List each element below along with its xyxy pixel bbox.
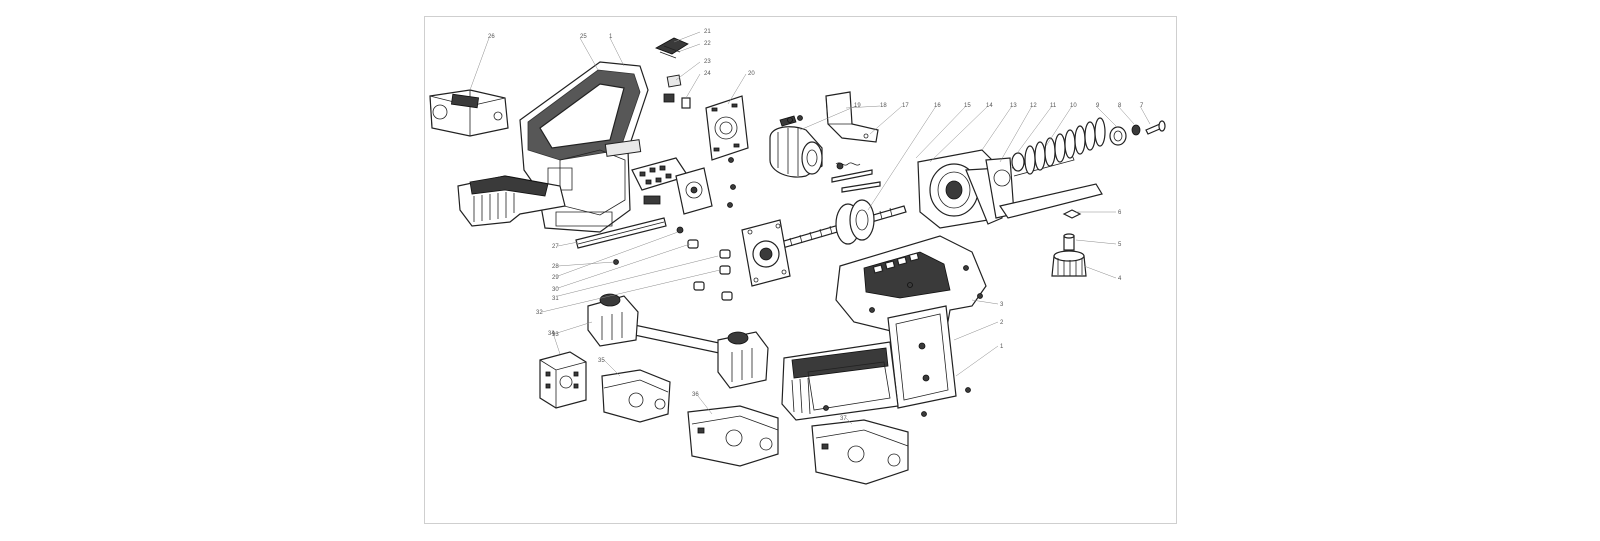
flange-plate	[741, 219, 791, 287]
callout-37: 37	[840, 416, 847, 422]
callout-21: 21	[704, 29, 711, 35]
callout-3: 3	[1000, 302, 1004, 308]
part-8-nut	[1131, 124, 1141, 136]
callout-26: 26	[488, 34, 495, 40]
part-36-jaw-pad	[687, 405, 779, 467]
callout-34: 34	[548, 331, 555, 337]
callout-5: 5	[1118, 242, 1122, 248]
callout-15: 15	[964, 103, 971, 109]
part-28-32-screws	[613, 226, 733, 301]
callout-11: 11	[1050, 103, 1057, 109]
gearbox-plate	[675, 167, 713, 215]
callout-8: 8	[1118, 103, 1122, 109]
part-24-pcb	[631, 97, 691, 205]
part-9-washer	[1109, 126, 1127, 146]
callout-19: 19	[854, 103, 861, 109]
part-23-connector	[663, 74, 682, 103]
callout-2: 2	[1000, 320, 1004, 326]
leader-lines	[469, 31, 1151, 425]
part-11-ring	[1011, 152, 1025, 172]
part-34-clamp-block	[539, 351, 587, 409]
callout-27: 27	[552, 244, 559, 250]
part-26-battery	[429, 89, 509, 137]
callout-18: 18	[880, 103, 887, 109]
callout-7: 7	[1140, 103, 1144, 109]
part-2-cover-plate	[887, 305, 957, 409]
part-20-mounting-plate	[705, 95, 749, 161]
callout-9: 9	[1096, 103, 1100, 109]
callout-12: 12	[1030, 103, 1037, 109]
part-19-motor	[769, 115, 823, 178]
callout-14: 14	[986, 103, 993, 109]
motor-screws	[727, 115, 803, 208]
part-33-base-rail	[587, 293, 769, 389]
part-6-nut	[1062, 209, 1082, 219]
callout-24: 24	[704, 71, 711, 77]
housing-screws	[823, 265, 983, 417]
callout-1-top: 1	[609, 34, 613, 40]
callout-20: 20	[748, 71, 755, 77]
callout-labels: 26 25 1 21 22 23 24 20 19 18 17 16 15 14…	[488, 29, 1144, 422]
callout-16: 16	[934, 103, 941, 109]
part-37-jaw-pad	[811, 419, 909, 485]
part-16-lead-screw	[759, 199, 907, 255]
callout-4: 4	[1118, 276, 1122, 282]
part-10-spring	[1024, 117, 1106, 175]
callout-31: 31	[552, 296, 559, 302]
part-21-22-switch	[655, 37, 689, 59]
callout-1-bottom: 1	[1000, 344, 1004, 350]
part-12-11-bracket-rails	[985, 149, 1103, 219]
part-7-bolt	[1145, 120, 1166, 135]
callout-10: 10	[1070, 103, 1077, 109]
part-1-handle-grip	[781, 341, 899, 421]
callout-36: 36	[692, 392, 699, 398]
callout-22: 22	[704, 41, 711, 47]
callout-35: 35	[598, 358, 605, 364]
part-4-knob	[1051, 250, 1087, 277]
callout-13: 13	[1010, 103, 1017, 109]
callout-33: 33	[552, 332, 559, 338]
part-18-bracket	[825, 91, 879, 143]
part-35-jaw-pad	[601, 369, 671, 423]
callout-6: 6	[1118, 210, 1122, 216]
callout-29: 29	[552, 275, 559, 281]
part-5-stud	[1063, 233, 1075, 251]
housing-front-grip	[457, 175, 566, 227]
callout-23: 23	[704, 59, 711, 65]
part-27-rail	[575, 217, 667, 249]
callout-30: 30	[552, 287, 559, 293]
part-17-spring-pins	[831, 162, 881, 193]
callout-28: 28	[552, 264, 559, 270]
callout-17: 17	[902, 103, 909, 109]
part-3-right-housing	[835, 235, 987, 345]
callout-25: 25	[580, 34, 587, 40]
callout-32: 32	[536, 310, 543, 316]
